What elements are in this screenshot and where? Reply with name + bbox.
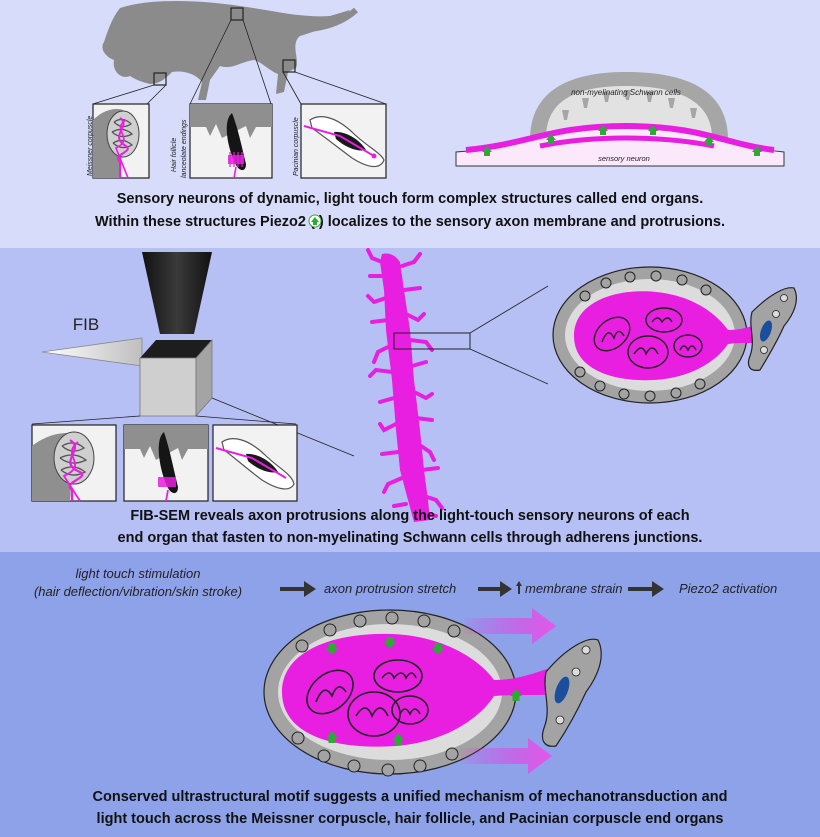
piezo-icon bbox=[309, 215, 321, 227]
flow-step4: Piezo2 activation bbox=[679, 581, 777, 596]
flow-step1-line2: (hair deflection/vibration/skin stroke) bbox=[34, 584, 242, 599]
meissner-label: Meissner corpuscle bbox=[87, 116, 94, 176]
panel1-caption-line2: Within these structures Piezo2 ( ) local… bbox=[95, 214, 725, 230]
schwann-label: non-myelinating Schwann cells bbox=[571, 88, 681, 97]
panel3-caption-line1: Conserved ultrastructural motif suggests… bbox=[93, 789, 728, 805]
pacinian-label: Pacinian corpuscle bbox=[293, 117, 300, 176]
panel2-caption-line1: FIB-SEM reveals axon protrusions along t… bbox=[130, 508, 689, 524]
panel2-caption-line2: end organ that fasten to non-myelinating… bbox=[118, 530, 703, 546]
small-inset-meissner bbox=[32, 425, 116, 501]
sample-block-icon bbox=[140, 340, 212, 416]
flow-step3: membrane strain bbox=[525, 581, 623, 596]
caption-line2-post: ) localizes to the sensory axon membrane… bbox=[319, 214, 725, 230]
inset-pacinian bbox=[301, 104, 386, 178]
caption-line2-pre: Within these structures Piezo2 ( bbox=[95, 214, 315, 230]
small-inset-pacinian bbox=[213, 425, 297, 501]
neuron-label: sensory neuron bbox=[598, 154, 650, 163]
panel3-caption-line2: light touch across the Meissner corpuscl… bbox=[97, 811, 724, 827]
flow-step2: axon protrusion stretch bbox=[324, 581, 456, 596]
inset-meissner bbox=[93, 104, 149, 178]
hair-follicle-label-2: lanceolate endings bbox=[181, 119, 188, 178]
hair-follicle-label-1: Hair follicle bbox=[171, 138, 178, 172]
small-inset-hair-follicle bbox=[124, 425, 208, 501]
inset-hair-follicle bbox=[190, 104, 272, 178]
flow-step1-line1: light touch stimulation bbox=[75, 566, 200, 581]
fib-label: FIB bbox=[73, 315, 99, 334]
panel1-caption-line1: Sensory neurons of dynamic, light touch … bbox=[117, 191, 704, 207]
